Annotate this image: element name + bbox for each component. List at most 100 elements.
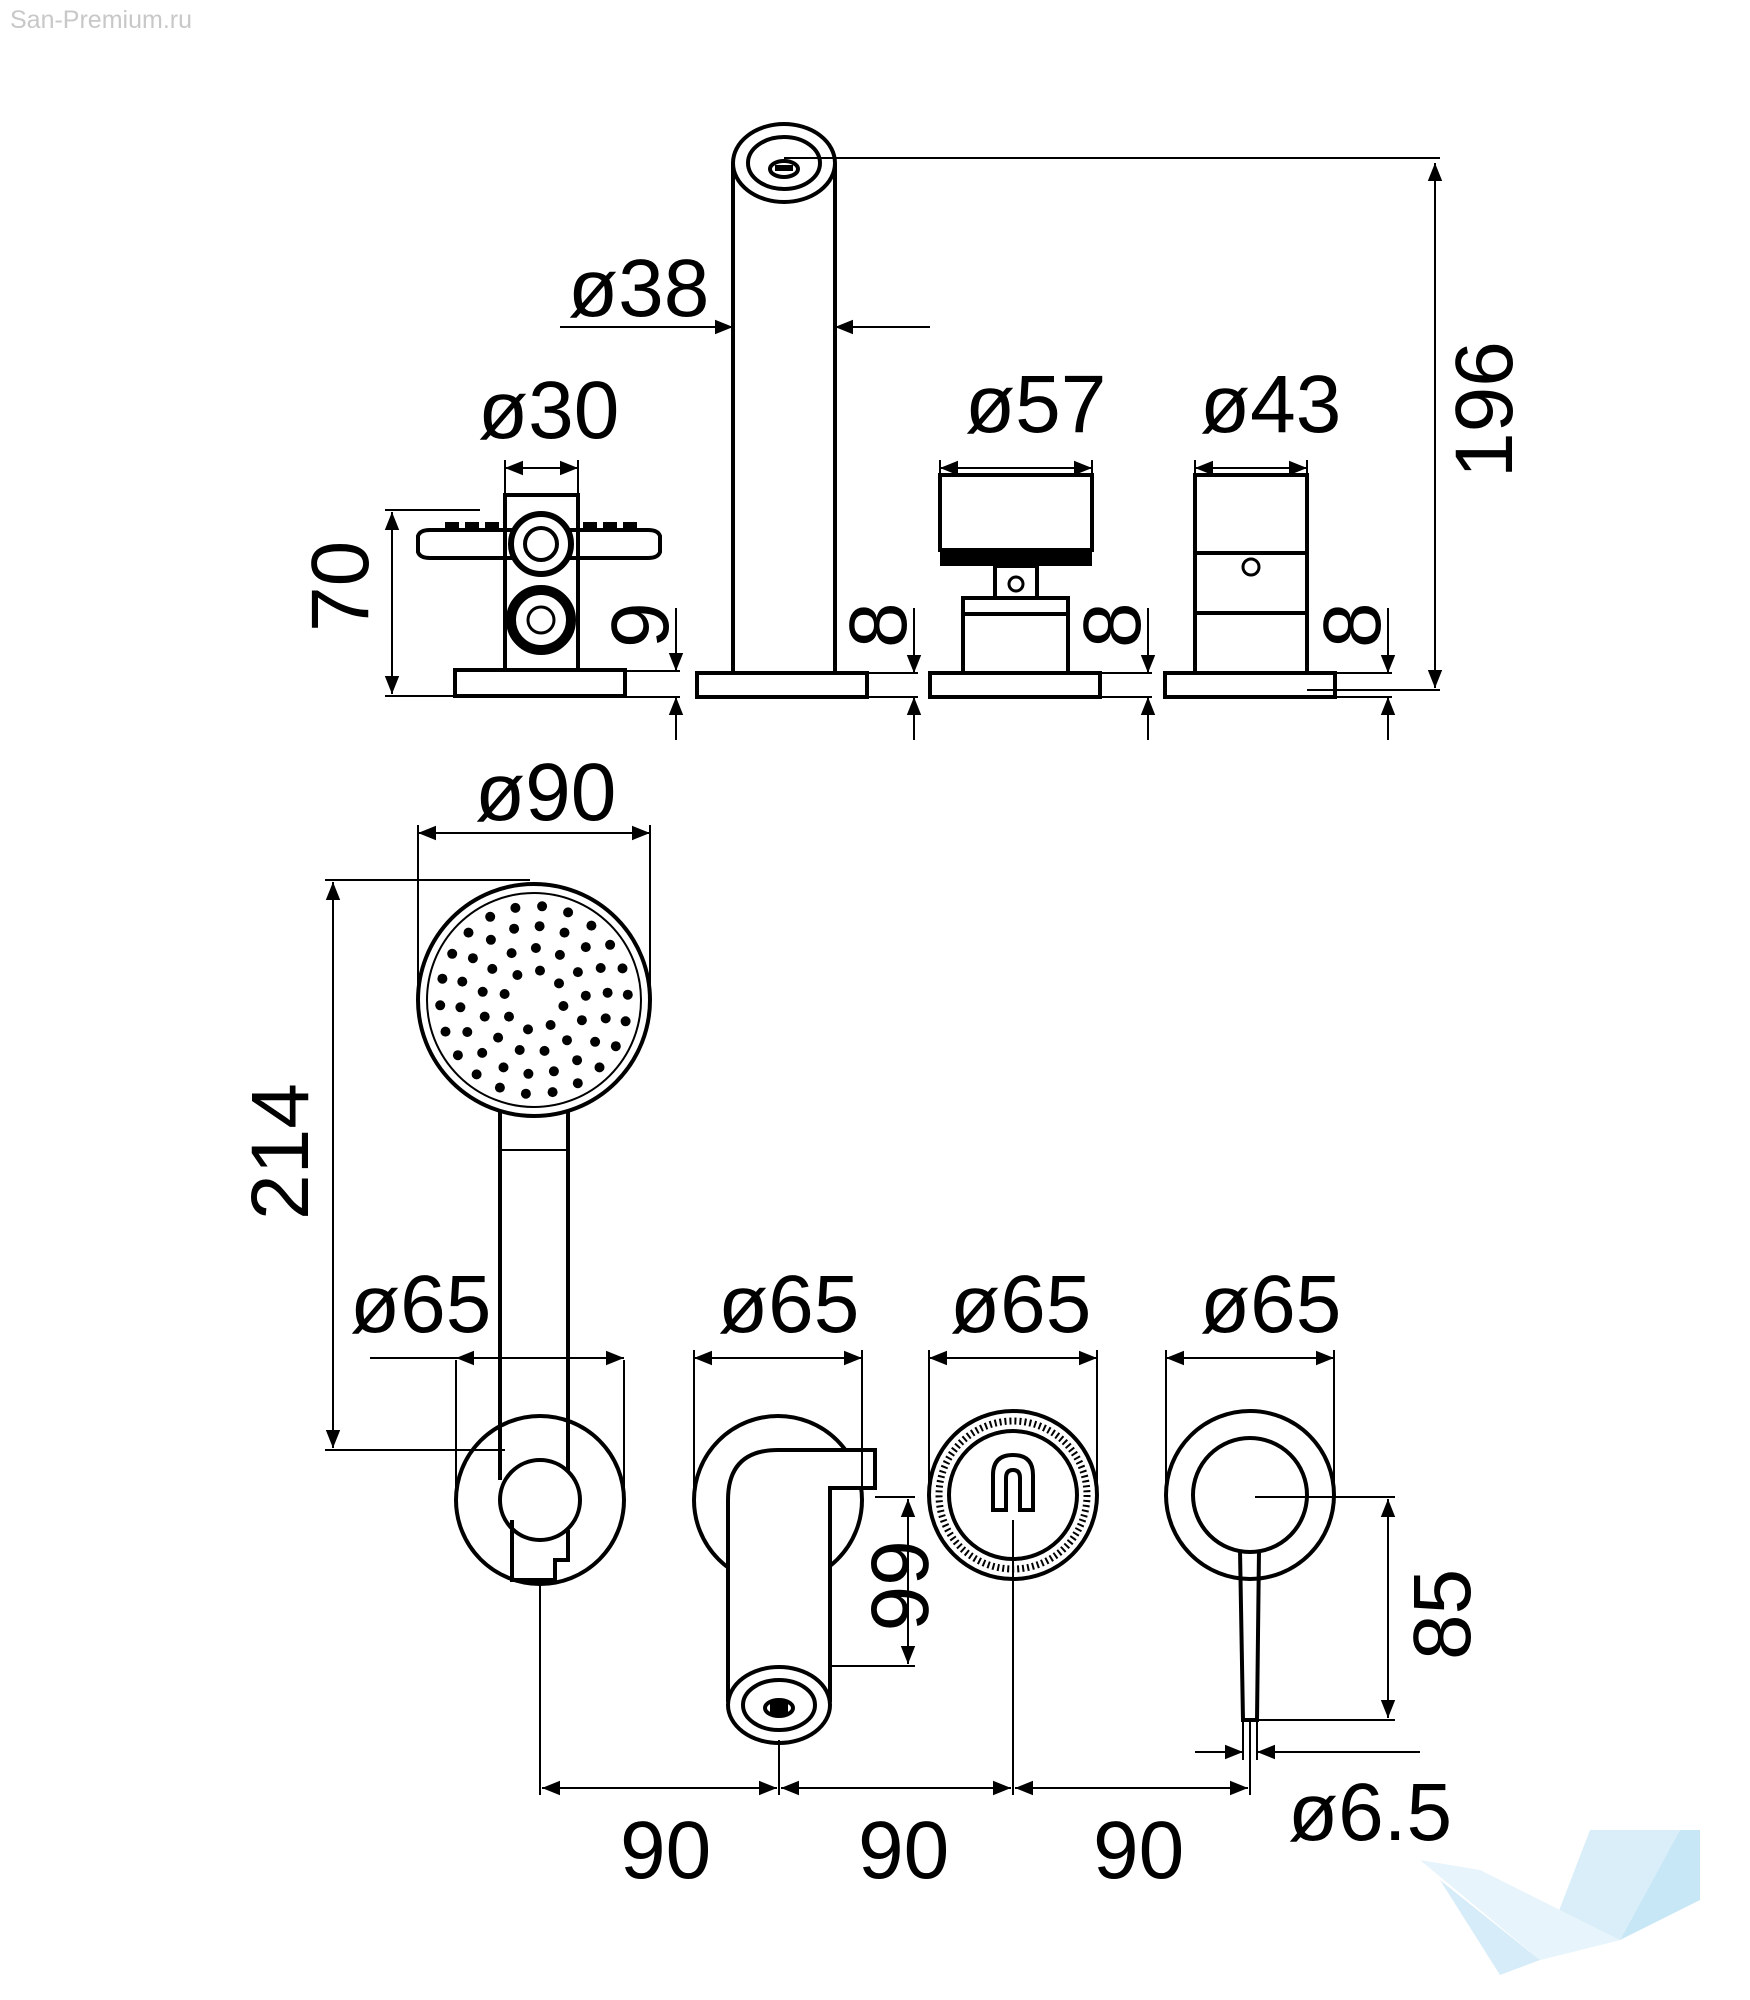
shower-head	[416, 882, 652, 1118]
shower-nozzle	[559, 927, 570, 938]
shower-holder	[498, 1458, 582, 1542]
lever-base-plate	[1163, 671, 1337, 699]
shower-nozzle	[498, 1062, 509, 1073]
shower-nozzle	[493, 1032, 504, 1043]
shower-nozzle	[594, 1062, 605, 1073]
shower-nozzle	[554, 978, 564, 989]
diverter-elevation	[416, 493, 662, 698]
shower-nozzle	[580, 990, 591, 1001]
shower-nozzle	[523, 1068, 534, 1079]
spout-diameter-label: ø38	[568, 243, 709, 334]
lever-mixer-diameter-label: ø43	[1200, 359, 1341, 450]
shower-nozzle	[534, 921, 545, 932]
shower-nozzle	[595, 963, 606, 973]
lever-base-label: 8	[1307, 602, 1398, 648]
shower-nozzle	[558, 1001, 569, 1011]
shower-nozzle	[487, 963, 498, 974]
plan-dimension-lines	[325, 825, 1420, 1796]
elevation-dimension-lines	[384, 157, 1443, 740]
spout-arm	[726, 1448, 877, 1702]
hand-shower-plan	[416, 882, 652, 1586]
bathtub-logo-icon	[1420, 1830, 1700, 1975]
shower-nozzle	[586, 920, 597, 931]
shower-handle	[498, 1112, 570, 1480]
shower-nozzle	[562, 1035, 572, 1046]
knob-handle	[938, 473, 1094, 552]
shower-nozzle	[512, 970, 523, 980]
spacing-label-1: 90	[620, 1805, 711, 1896]
lever-plan	[1164, 1409, 1336, 1722]
shower-nozzle	[485, 934, 496, 945]
shower-nozzle	[447, 948, 458, 959]
lever-escutcheon-label: ø65	[1200, 1259, 1341, 1350]
shower-length-label: 214	[235, 1083, 326, 1220]
shower-nozzle	[455, 1002, 466, 1013]
shower-nozzle	[554, 949, 565, 960]
diverter-body	[503, 493, 580, 672]
shower-nozzle	[548, 1066, 559, 1077]
shower-nozzle	[477, 1047, 488, 1058]
shower-nozzle	[572, 1078, 583, 1089]
shower-nozzle	[499, 989, 510, 999]
shower-nozzle	[467, 953, 478, 964]
lever-mixer-elevation	[1163, 473, 1337, 699]
diverter-outlet-ring	[506, 585, 576, 655]
shower-hose-connector	[510, 1520, 570, 1582]
shower-escutcheon-label: ø65	[350, 1259, 491, 1350]
shower-nozzle	[617, 963, 628, 974]
shower-nozzle	[572, 1055, 583, 1066]
spout-plan	[692, 1414, 877, 1745]
shower-nozzles	[435, 901, 633, 1099]
shower-nozzle	[509, 923, 520, 934]
shower-nozzle	[485, 911, 496, 922]
shower-nozzle	[537, 901, 548, 912]
diverter-height-label: 70	[295, 541, 386, 632]
lever-length-label: 85	[1397, 1569, 1488, 1660]
spacing-label-3: 90	[1093, 1805, 1184, 1896]
shower-nozzle	[545, 1020, 556, 1030]
shower-nozzle	[523, 1024, 533, 1035]
knob-base-label: 8	[1067, 602, 1158, 648]
shower-nozzle	[572, 967, 583, 978]
lever-pin	[1241, 557, 1261, 577]
knob-mixer-elevation	[928, 473, 1102, 699]
shower-nozzle	[600, 1013, 611, 1024]
shower-nozzle	[494, 1082, 505, 1093]
spout-elevation	[695, 122, 869, 699]
spout-projection-label: 66	[854, 1540, 945, 1631]
knob-handle-grip	[991, 1452, 1035, 1512]
shower-nozzle	[547, 1087, 558, 1098]
shower-nozzle	[520, 1088, 531, 1099]
shower-nozzle	[463, 927, 474, 938]
shower-nozzle	[435, 1000, 446, 1011]
knob-diameter-label: ø57	[965, 359, 1106, 450]
knob-knurled-ring	[940, 550, 1092, 566]
shower-nozzle	[452, 1050, 463, 1061]
knob-base-plate	[928, 671, 1102, 699]
shower-nozzle	[477, 986, 488, 997]
shower-nozzle	[471, 1069, 482, 1080]
shower-nozzle	[437, 973, 448, 984]
elevation-view: ø38 ø30 ø57 ø43 70 9 8 8 8 196	[295, 122, 1530, 740]
lever-cap	[1191, 1436, 1309, 1554]
spout-base-plate	[695, 671, 869, 699]
knob-body	[961, 596, 1070, 675]
shower-nozzle	[602, 987, 613, 998]
shower-nozzle	[622, 989, 633, 1000]
lever-handle	[1238, 1549, 1261, 1722]
plan-view: ø90 214 ø65 ø65 ø65 ø65 66 85 ø6.5 90 90…	[235, 747, 1488, 1896]
knob-escutcheon-label: ø65	[950, 1259, 1091, 1350]
shower-nozzle	[605, 939, 616, 950]
spout-outlet	[731, 122, 837, 204]
shower-nozzle	[462, 1027, 473, 1037]
shower-nozzle	[590, 1036, 601, 1047]
spout-escutcheon-label: ø65	[718, 1259, 859, 1350]
diverter-base-plate	[453, 668, 627, 698]
shower-nozzle	[563, 907, 574, 918]
shower-nozzle	[504, 1011, 514, 1022]
diverter-top-ring	[508, 511, 574, 577]
spout-base-label: 8	[833, 602, 924, 648]
spacing-label-2: 90	[858, 1805, 949, 1896]
shower-nozzle	[510, 902, 521, 913]
